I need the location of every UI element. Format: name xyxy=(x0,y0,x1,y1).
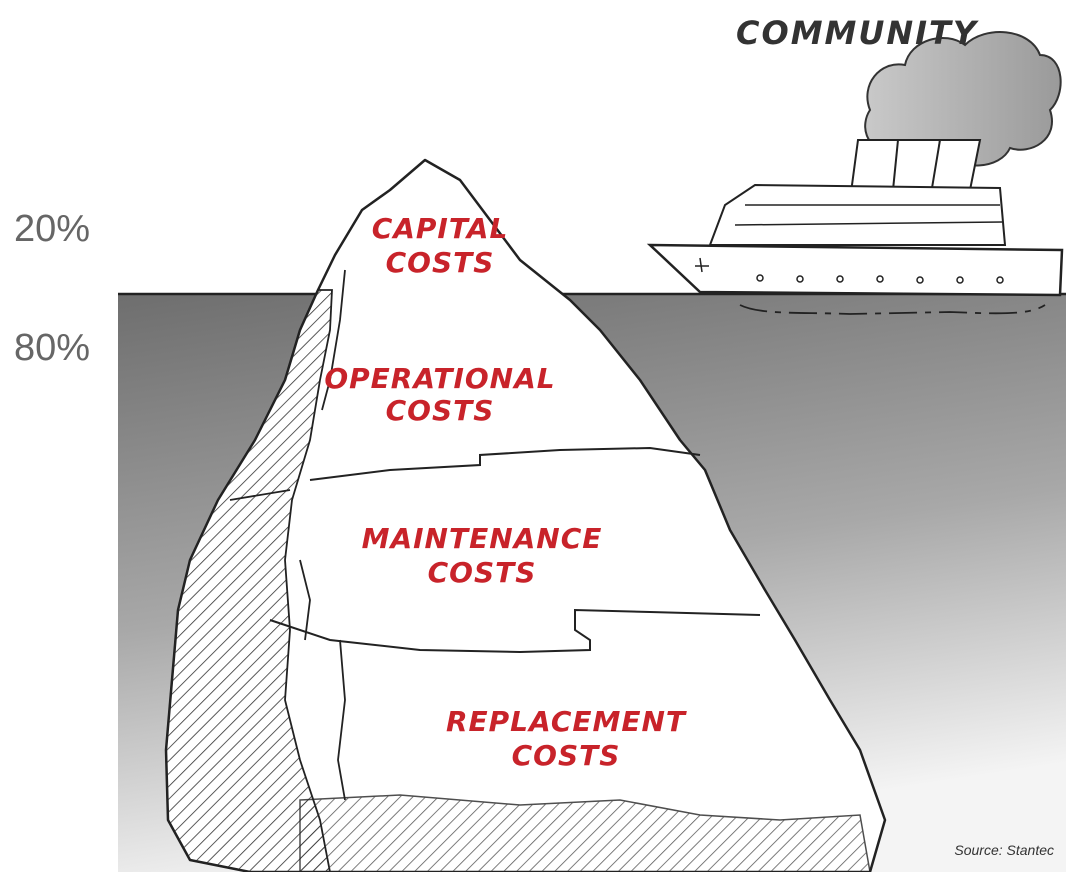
iceberg xyxy=(164,158,887,872)
maintenance-label-line2: COSTS xyxy=(428,556,537,589)
maintenance-label-line1: MAINTENANCE xyxy=(362,522,603,555)
replacement-label-line1: REPLACEMENT xyxy=(446,705,687,738)
replacement-label-line2: COSTS xyxy=(512,739,621,772)
capital-label-line1: CAPITAL xyxy=(372,212,509,245)
percent-below-water: 80% xyxy=(14,327,91,369)
operational-label-line1: OPERATIONAL xyxy=(324,362,555,395)
capital-label-line2: COSTS xyxy=(386,246,495,279)
ship xyxy=(646,31,1064,315)
operational-label-line2: COSTS xyxy=(386,394,495,427)
percent-above-water: 20% xyxy=(14,208,91,250)
source-caption: Source: Stantec xyxy=(954,842,1054,858)
ship-label: COMMUNITY xyxy=(736,14,979,52)
